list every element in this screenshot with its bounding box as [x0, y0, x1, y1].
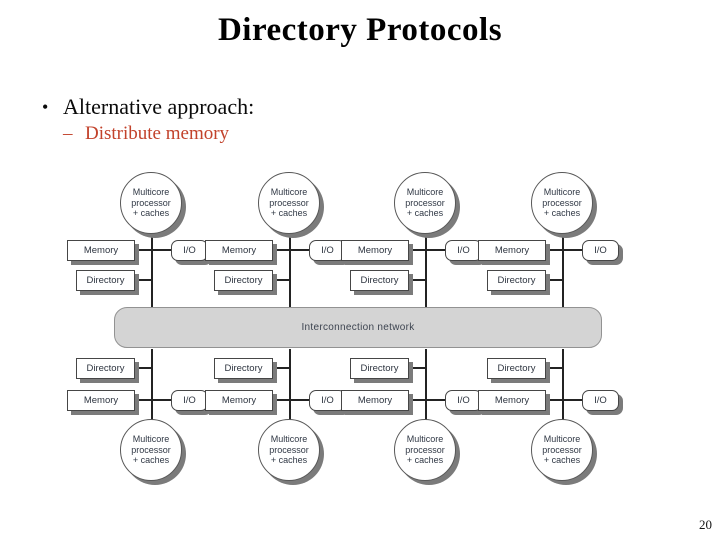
circle-label-line: processor [269, 197, 309, 208]
directory-line [272, 279, 290, 281]
circle-label-line: Multicore [270, 187, 308, 198]
io-box: I/O [445, 240, 482, 261]
bus-link-line [151, 349, 153, 421]
memory-box: Memory [205, 390, 273, 411]
bus-link-line [289, 349, 291, 421]
multicore-processor-node: Multicore processor + caches [531, 172, 593, 234]
circle-label-line: + caches [132, 455, 170, 466]
io-box: I/O [309, 390, 346, 411]
circle-label-line: processor [542, 197, 582, 208]
bus-link-line [151, 230, 153, 307]
memory-box: Memory [478, 240, 546, 261]
circle-label-line: + caches [270, 208, 308, 219]
memory-io-line [134, 399, 172, 401]
multicore-processor-node: Multicore processor + caches [258, 172, 320, 234]
circle-label-line: processor [405, 197, 445, 208]
bullet-text: Alternative approach: [63, 94, 255, 119]
directory-box: Directory [76, 270, 135, 291]
directory-box: Directory [214, 270, 273, 291]
directory-line [545, 279, 563, 281]
memory-io-line [272, 249, 310, 251]
directory-line [134, 279, 152, 281]
memory-box: Memory [67, 390, 135, 411]
io-box: I/O [445, 390, 482, 411]
circle-label-line: + caches [543, 208, 581, 219]
memory-io-line [408, 399, 446, 401]
io-box: I/O [171, 390, 208, 411]
circle-label-line: processor [131, 444, 171, 455]
bullet-marker: • [42, 97, 49, 117]
memory-io-line [545, 249, 583, 251]
multicore-processor-node: Multicore processor + caches [120, 172, 182, 234]
multicore-processor-node: Multicore processor + caches [394, 419, 456, 481]
directory-box: Directory [350, 358, 409, 379]
circle-label-line: Multicore [132, 434, 170, 445]
circle-label-line: Multicore [270, 434, 308, 445]
directory-line [408, 367, 426, 369]
circle-label-line: + caches [406, 455, 444, 466]
memory-box: Memory [205, 240, 273, 261]
page-number: 20 [699, 517, 712, 532]
interconnection-network-bar: Interconnection network [114, 307, 602, 348]
memory-box: Memory [67, 240, 135, 261]
dash-marker: – [63, 123, 73, 144]
directory-box: Directory [487, 358, 546, 379]
memory-io-line [272, 399, 310, 401]
multicore-processor-node: Multicore processor + caches [120, 419, 182, 481]
circle-label-line: + caches [132, 208, 170, 219]
multicore-processor-node: Multicore processor + caches [258, 419, 320, 481]
circle-label-line: Multicore [406, 434, 444, 445]
slide-title: Directory Protocols [217, 12, 503, 48]
sub-bullet-text: Distribute memory [85, 123, 230, 144]
bus-link-line [289, 230, 291, 307]
bus-link-line [562, 230, 564, 307]
directory-box: Directory [487, 270, 546, 291]
directory-box: Directory [76, 358, 135, 379]
io-box: I/O [171, 240, 208, 261]
io-box: I/O [582, 390, 619, 411]
directory-line [545, 367, 563, 369]
bus-link-line [562, 349, 564, 421]
circle-label-line: Multicore [543, 187, 581, 198]
multicore-processor-node: Multicore processor + caches [531, 419, 593, 481]
directory-box: Directory [350, 270, 409, 291]
circle-label-line: + caches [406, 208, 444, 219]
circle-label-line: + caches [270, 455, 308, 466]
directory-line [408, 279, 426, 281]
circle-label-line: processor [131, 197, 171, 208]
memory-box: Memory [341, 240, 409, 261]
memory-io-line [408, 249, 446, 251]
directory-line [134, 367, 152, 369]
memory-io-line [134, 249, 172, 251]
sub-bullet-line: –Distribute memory [63, 123, 229, 145]
circle-label-line: processor [405, 444, 445, 455]
circle-label-line: Multicore [406, 187, 444, 198]
bus-link-line [425, 349, 427, 421]
bus-link-line [425, 230, 427, 307]
circle-label-line: processor [269, 444, 309, 455]
circle-label-line: processor [542, 444, 582, 455]
circle-label-line: Multicore [132, 187, 170, 198]
io-box: I/O [582, 240, 619, 261]
directory-box: Directory [214, 358, 273, 379]
circle-label-line: + caches [543, 455, 581, 466]
memory-box: Memory [478, 390, 546, 411]
directory-line [272, 367, 290, 369]
bullet-line: • Alternative approach: [42, 94, 254, 120]
circle-label-line: Multicore [543, 434, 581, 445]
memory-box: Memory [341, 390, 409, 411]
distributed-memory-diagram: Memory I/O Directory Multicore processor… [0, 170, 720, 500]
multicore-processor-node: Multicore processor + caches [394, 172, 456, 234]
memory-io-line [545, 399, 583, 401]
